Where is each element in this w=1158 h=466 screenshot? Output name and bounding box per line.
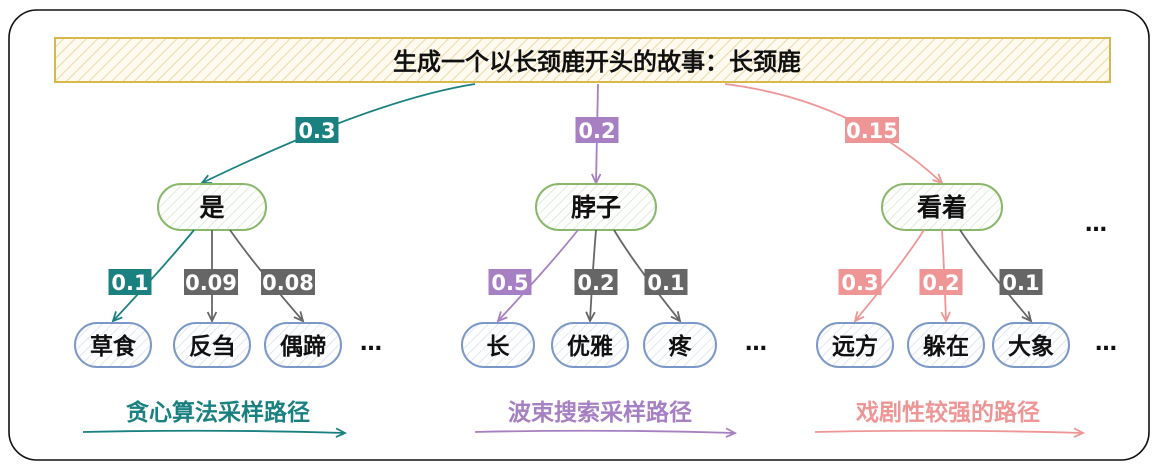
probability-badge: 0.2 [574,269,618,295]
token-node-child: 大象 [992,322,1070,368]
probability-badge: 0.1 [999,269,1043,295]
more-branches-ellipsis: … [1085,212,1107,237]
token-text: 反刍 [189,333,235,360]
token-node-child: 远方 [816,322,894,368]
probability-text: 0.3 [298,119,335,143]
edge-child [959,229,1033,323]
probability-text: 0.2 [577,271,614,295]
probability-text: 0.2 [922,271,959,295]
probability-badge: 0.1 [108,269,152,295]
probability-text: 0.1 [111,271,148,295]
probability-badge-dramatic: 0.15 [845,117,899,143]
token-node-child: 反刍 [173,322,251,368]
token-text: 偶蹄 [280,333,326,360]
token-text: 长 [487,334,511,360]
probability-badge: 0.3 [838,269,882,295]
token-node-beam: 脖子 [535,183,657,231]
probability-badge: 0.2 [919,269,963,295]
prompt-box: 生成一个以长颈鹿开头的故事：长颈鹿 [54,37,1111,83]
token-text: 看着 [917,193,967,222]
token-node-dramatic: 看着 [881,183,1003,231]
probability-text: 0.3 [841,271,878,295]
path-label-beam: 波束搜索采样路径 [508,399,692,426]
token-text: 远方 [832,333,878,360]
more-tokens-ellipsis: … [1095,331,1117,356]
token-text: 草食 [90,333,137,360]
token-text: 脖子 [570,193,621,222]
probability-text: 0.08 [262,271,314,295]
token-node-greedy: 是 [157,183,267,231]
edge-child [853,229,925,323]
edge-child [229,229,305,323]
probability-text: 0.1 [647,271,684,295]
token-node-child: 优雅 [551,322,629,368]
token-text: 优雅 [567,334,613,360]
edge-child [496,229,579,323]
path-label-dramatic: 戏剧性较强的路径 [855,399,1040,426]
probability-badge-greedy: 0.3 [295,117,339,143]
token-node-child: 偶蹄 [264,322,342,368]
token-node-child: 躲在 [907,322,985,368]
frame [8,9,1150,461]
token-text: 疼 [669,333,693,360]
token-text: 躲在 [923,333,969,360]
edge-child [613,229,682,323]
probability-text: 0.2 [578,119,615,143]
probability-badge: 0.5 [488,269,532,295]
probability-text: 0.5 [491,271,528,295]
token-node-child: 草食 [74,322,152,368]
path-arrow-dramatic [814,427,1086,438]
probability-badge: 0.09 [184,269,238,295]
path-arrow-greedy [82,427,348,438]
prompt-text: 生成一个以长颈鹿开头的故事：长颈鹿 [393,48,801,76]
probability-badge: 0.08 [261,269,315,295]
probability-text: 0.09 [185,271,237,295]
token-text: 是 [199,193,224,222]
probability-text: 0.15 [846,119,898,143]
token-node-child: 长 [461,322,535,368]
token-text: 大象 [1008,333,1054,360]
edge-root-dramatic [724,83,944,185]
edge-child [111,229,195,323]
token-node-child: 疼 [643,322,717,368]
probability-badge-beam: 0.2 [575,117,619,143]
path-arrow-beam [474,427,738,438]
probability-badge: 0.1 [644,269,688,295]
path-label-greedy: 贪心算法采样路径 [126,399,310,426]
more-tokens-ellipsis: … [360,331,382,356]
probability-text: 0.1 [1002,271,1039,295]
more-tokens-ellipsis: … [745,331,767,356]
